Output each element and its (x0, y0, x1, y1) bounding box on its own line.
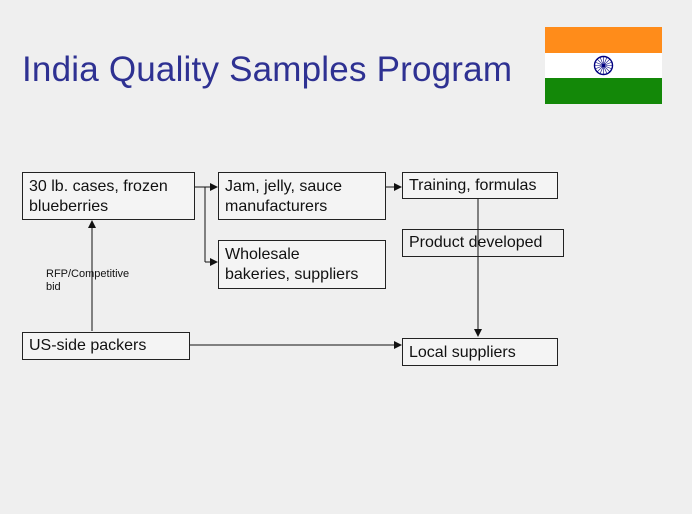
box-frozen-blueberries-line2: blueberries (29, 198, 109, 215)
box-wholesale: Wholesale bakeries, suppliers (218, 240, 386, 289)
box-local-suppliers-label: Local suppliers (409, 344, 516, 361)
box-wholesale-line2: bakeries, suppliers (225, 266, 359, 283)
box-product-developed-label: Product developed (409, 234, 543, 251)
flag-saffron-band (545, 27, 662, 53)
box-jam-manufacturers-line2: manufacturers (225, 198, 328, 215)
box-product-developed: Product developed (402, 229, 564, 257)
box-frozen-blueberries-line1: 30 lb. cases, frozen (29, 178, 168, 195)
annotation-rfp-line1: RFP/Competitive (46, 268, 130, 280)
box-us-side-packers-label: US-side packers (29, 337, 147, 354)
box-wholesale-line1: Wholesale (225, 246, 300, 263)
ashoka-chakra-icon (593, 55, 614, 76)
page-title: India Quality Samples Program (22, 50, 513, 89)
annotation-rfp-line2: bid (46, 281, 61, 293)
annotation-rfp-bid: RFP/Competitive bid (46, 268, 129, 294)
box-local-suppliers: Local suppliers (402, 338, 558, 366)
box-jam-manufacturers-line1: Jam, jelly, sauce (225, 178, 343, 195)
flag-green-band (545, 78, 662, 104)
india-flag-icon (545, 27, 662, 104)
box-frozen-blueberries: 30 lb. cases, frozen blueberries (22, 172, 195, 220)
box-training-formulas-label: Training, formulas (409, 177, 537, 194)
box-training-formulas: Training, formulas (402, 172, 558, 199)
box-us-side-packers: US-side packers (22, 332, 190, 360)
box-jam-manufacturers: Jam, jelly, sauce manufacturers (218, 172, 386, 220)
